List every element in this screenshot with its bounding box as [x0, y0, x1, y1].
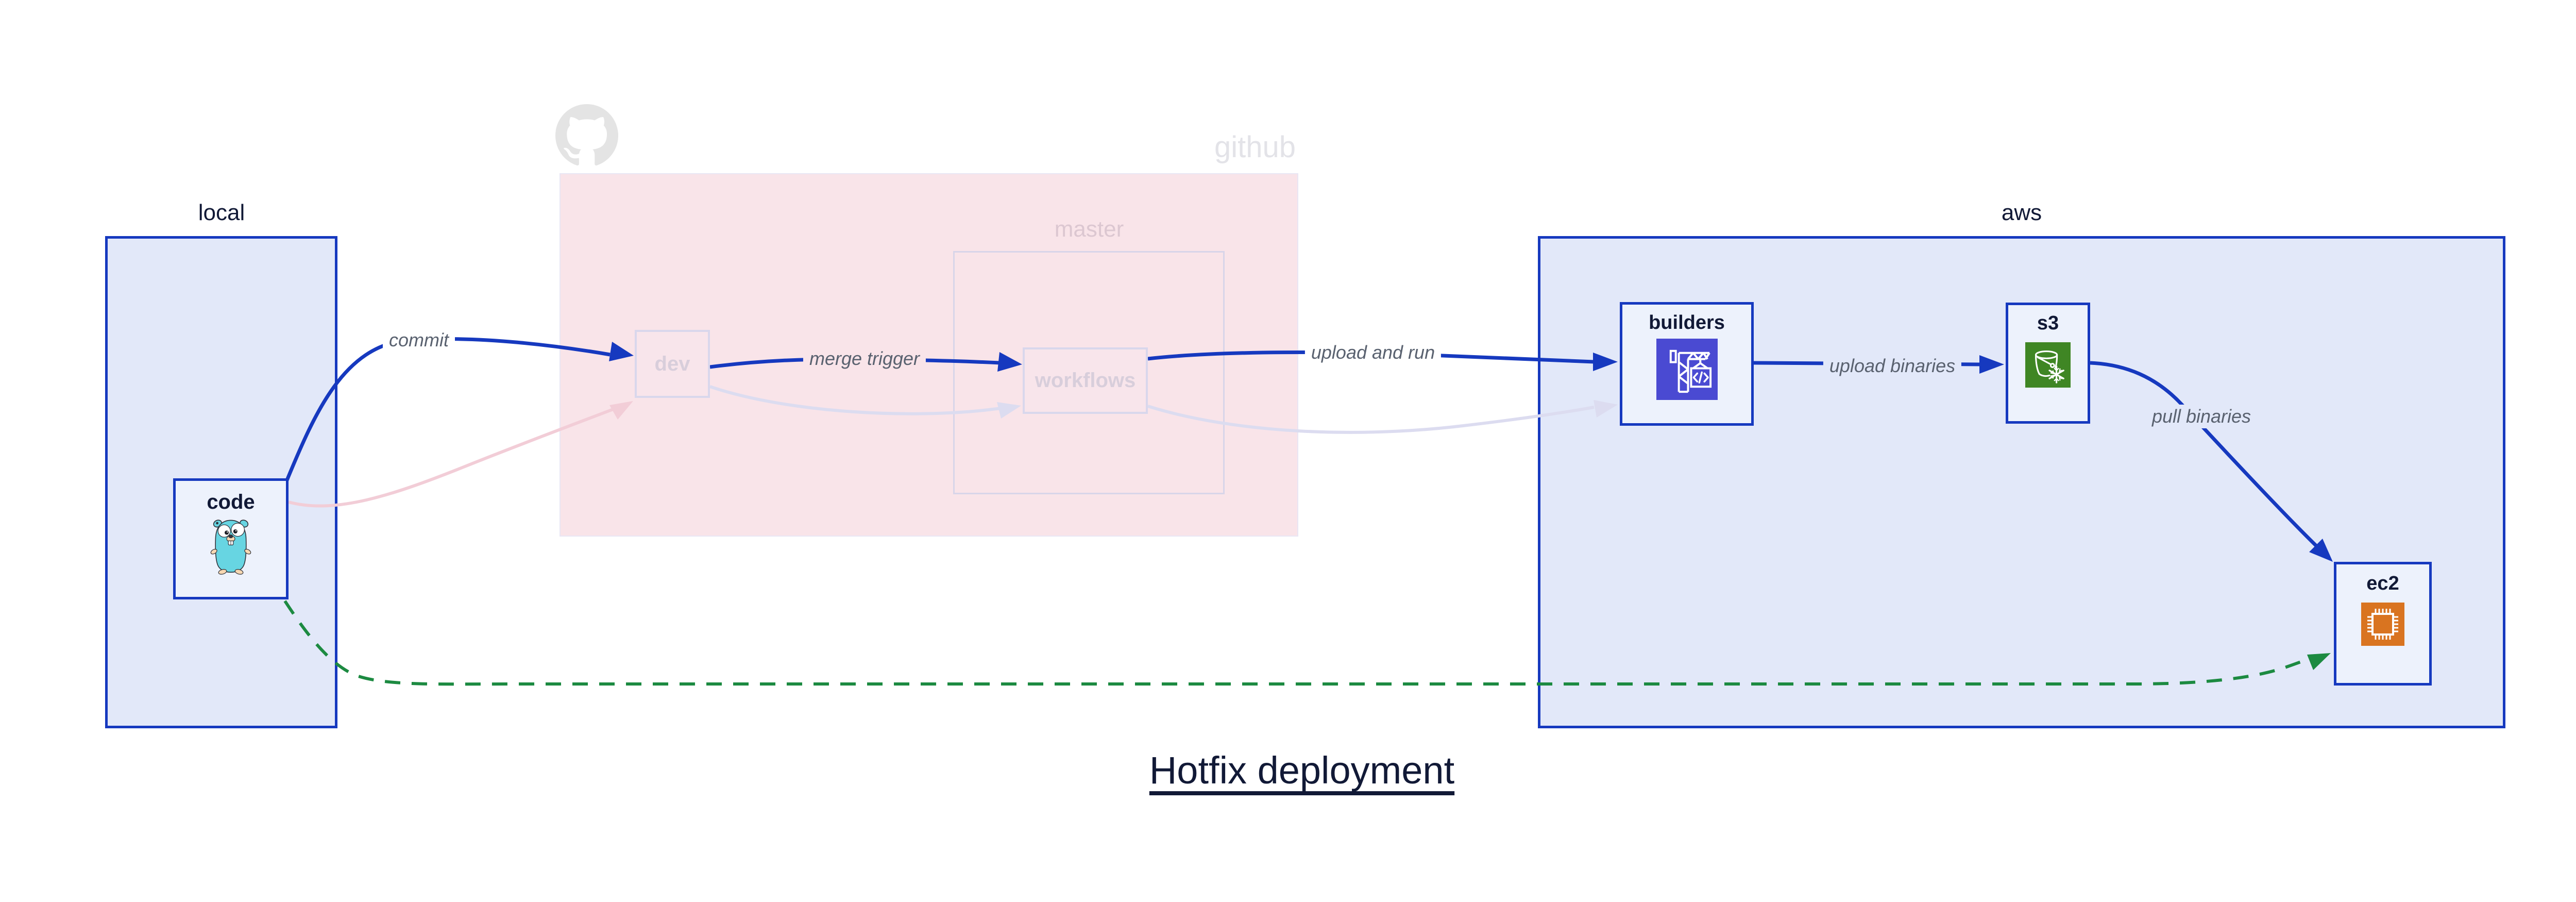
node-ec2-label: ec2: [2366, 573, 2399, 594]
edge-hotfix-dashed-line: [283, 600, 2319, 686]
edge-upload-and-run-arrowhead: [1593, 353, 1618, 371]
codebuild-crane-icon: [1656, 338, 1718, 400]
edge-pull-binaries-arrowhead: [2309, 539, 2333, 562]
master-branch-label: master: [1054, 216, 1124, 242]
edge-merge-trigger-arrowhead: [997, 352, 1022, 372]
github-octocat-icon: [555, 104, 618, 165]
node-code-label: code: [207, 491, 255, 513]
node-builders-label: builders: [1649, 312, 1725, 333]
node-dev: dev: [635, 330, 710, 398]
node-code: code: [173, 478, 289, 599]
edge-upload-and-run-label: upload and run: [1304, 341, 1442, 364]
edge-hotfix-arrowhead: [2307, 653, 2331, 670]
ec2-chip-icon: [2361, 602, 2404, 646]
edge-upload-binaries-arrowhead: [1979, 355, 2004, 374]
node-ec2: ec2: [2334, 562, 2432, 686]
go-gopher-icon: [210, 520, 251, 575]
node-dev-label: dev: [654, 352, 690, 375]
edge-faded-upload-arrowhead: [1594, 400, 1618, 417]
edge-faded-merge-arrowhead: [997, 402, 1021, 419]
node-s3: s3: [2006, 303, 2090, 424]
node-builders: builders: [1620, 302, 1754, 426]
node-workflows-label: workflows: [1035, 369, 1136, 392]
edge-upload-binaries-label: upload binaries: [1823, 354, 1962, 378]
aws-container-label: aws: [2001, 200, 2042, 225]
github-container-label: github: [1214, 130, 1296, 164]
edge-merge-trigger-label: merge trigger: [803, 347, 926, 371]
edge-commit-arrowhead: [609, 342, 634, 361]
diagram-title: Hotfix deployment: [1149, 749, 1455, 792]
local-container-label: local: [198, 200, 245, 225]
s3-glacier-bucket-icon: [2025, 342, 2071, 388]
edge-faded-commit-line: [288, 403, 628, 508]
node-s3-label: s3: [2037, 312, 2059, 334]
edge-faded-upload-line: [1147, 405, 1595, 434]
edge-commit-line: [284, 337, 611, 482]
edge-faded-commit-arrowhead: [609, 401, 633, 420]
edge-commit-label: commit: [383, 328, 455, 352]
edge-pull-binaries-label: pull binaries: [2145, 405, 2258, 428]
edge-pull-binaries-line: [2090, 361, 2320, 549]
node-workflows: workflows: [1023, 347, 1148, 414]
edge-faded-merge-line: [709, 385, 1016, 415]
master-branch-container: [953, 251, 1225, 494]
